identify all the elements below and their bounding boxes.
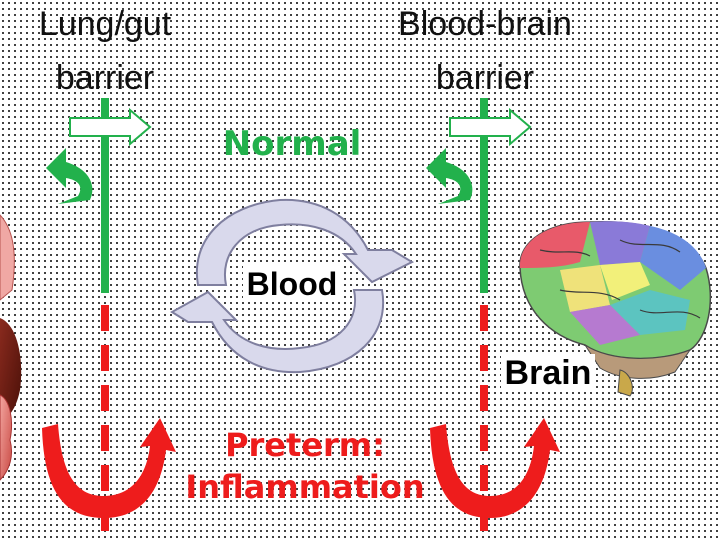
preterm-line: Preterm: [160, 424, 450, 466]
preterm-inflammation-label: Preterm: Inflammation [160, 424, 450, 508]
lung-gut-barrier-line [101, 98, 109, 540]
blood-label: Blood [232, 266, 352, 303]
bbb-title-line1: Blood-brain [380, 4, 590, 44]
bbb-hollow-arrow [450, 110, 530, 144]
brain-label: Brain [492, 354, 604, 393]
lung-gut-organ-image [0, 215, 21, 480]
blood-label-text: Blood [243, 266, 342, 302]
blood-brain-barrier-title: Blood-brain barrier [380, 4, 590, 98]
normal-label: Normal [212, 124, 372, 164]
blood-brain-barrier-line [480, 98, 488, 540]
lung-gut-reflect-arrow [46, 148, 92, 204]
lung-gut-barrier-title: Lung/gut barrier [20, 4, 190, 98]
lung-gut-title-line1: Lung/gut [20, 4, 190, 44]
lung-gut-hollow-arrow [70, 110, 150, 144]
brain-label-text: Brain [501, 354, 596, 392]
bbb-reflect-arrow [426, 148, 472, 204]
inflammation-line: Inflammation [160, 466, 450, 508]
bbb-title-line2: barrier [380, 58, 590, 98]
lung-gut-title-line2: barrier [20, 58, 190, 98]
